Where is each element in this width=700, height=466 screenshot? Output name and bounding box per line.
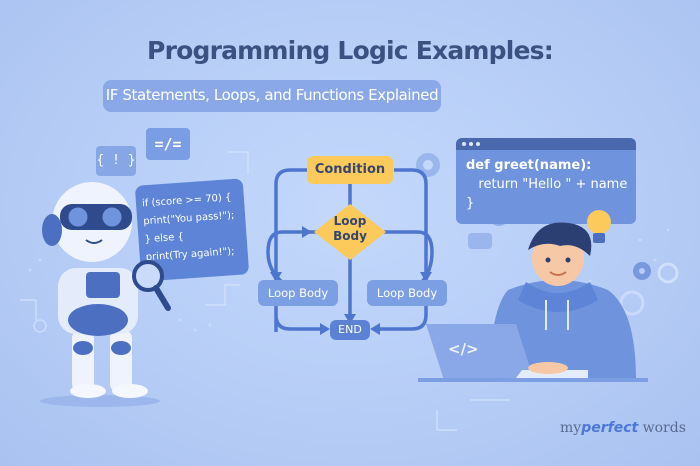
brand-logo: myperfect words (560, 420, 686, 436)
window-titlebar (456, 138, 636, 150)
lightbulb-icon (587, 210, 611, 243)
flowchart-end-node: END (330, 320, 370, 340)
image-icon (468, 233, 492, 249)
window-dot-icon (462, 142, 466, 146)
brand-part-2: perfect (581, 420, 639, 436)
flowchart-diamond-label: Loop Body (314, 214, 386, 244)
window-dot-icon (469, 142, 473, 146)
person-illustration (418, 222, 648, 382)
code-brackets-icon: </> (448, 340, 479, 358)
flowchart-condition-node: Condition (307, 156, 393, 184)
subtitle-pill (103, 80, 441, 112)
not-equal-icon: =/= (146, 128, 190, 160)
window-dot-icon (476, 142, 480, 146)
function-code-window: def greet(name): return "Hello " + name … (456, 138, 636, 224)
braces-icon: { ! } (96, 146, 136, 176)
code-line: } (466, 196, 475, 211)
flowchart-right-loop-body: Loop Body (367, 280, 447, 306)
flowchart-left-loop-body: Loop Body (258, 280, 338, 306)
diamond-line-2: Body (333, 229, 367, 243)
code-line: return "Hello " + name (466, 177, 628, 192)
page-title: Programming Logic Examples: (147, 36, 554, 65)
diamond-line-1: Loop (333, 214, 367, 228)
brand-part-3: words (638, 420, 686, 436)
code-line: def greet(name): (466, 158, 592, 173)
flowchart-diamond (314, 204, 386, 260)
brand-part-1: my (560, 420, 582, 436)
robot-illustration (40, 182, 171, 407)
page-subtitle: IF Statements, Loops, and Functions Expl… (105, 86, 439, 104)
